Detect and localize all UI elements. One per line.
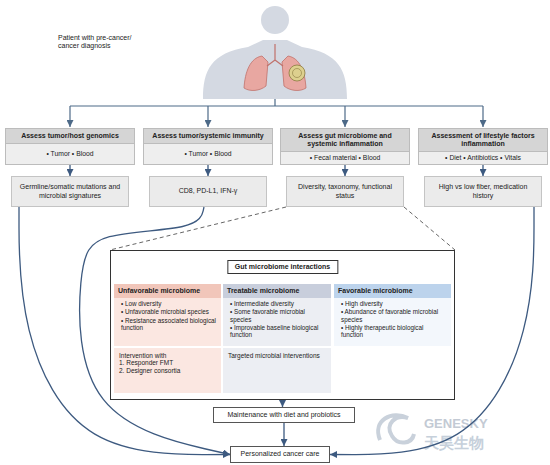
connector-arrow <box>19 207 230 455</box>
node-text: • Intermediate diversity <box>223 300 331 308</box>
node-text: • Fecal material • Blood <box>281 152 409 164</box>
assessment-box: Assess tumor/systemic immunity• Tumor • … <box>143 128 273 165</box>
connector-arrow <box>207 165 208 176</box>
node-text: • Some favorable microbial species <box>223 308 331 323</box>
node-text: • Highly therapeutic biological function <box>334 324 451 339</box>
node-heading: Diversity, taxonomy, functional status <box>293 183 397 199</box>
node-heading: Gut microbiome interactions <box>227 260 338 274</box>
result-box: High vs low fiber, medication history <box>424 176 542 207</box>
interaction-frame: Gut microbiome interactionsUnfavorable m… <box>110 250 455 400</box>
node-heading: Intervention with <box>119 352 216 359</box>
zoom-line <box>110 207 455 250</box>
patient-head <box>261 6 289 34</box>
connector-arrow <box>282 400 283 407</box>
node-heading: Assessment of lifestyle factors inflamma… <box>419 129 547 152</box>
node-text: • Resistance associated biological funct… <box>114 317 221 332</box>
result-box: Diversity, taxonomy, functional status <box>286 176 404 207</box>
watermark-logo <box>378 415 414 442</box>
assessment-box: Assessment of lifestyle factors inflamma… <box>418 128 548 165</box>
result-box: Germline/somatic mutations and microbial… <box>11 176 129 207</box>
watermark: 天昊生物 <box>424 434 534 451</box>
node-heading: Maintenance with diet and probiotics <box>227 411 340 419</box>
connector-arrow <box>330 207 534 455</box>
connector-arrow <box>344 165 345 176</box>
assessment-box: Assess gut microbiome and systemic infla… <box>280 128 410 165</box>
node-text: • Unfavorable microbial species <box>114 308 221 316</box>
node-heading: Germline/somatic mutations and microbial… <box>18 183 122 199</box>
lung-left <box>244 56 268 90</box>
node-text: • High diversity <box>334 300 451 308</box>
node-heading: Personalized cancer care <box>241 450 320 458</box>
branch-arrow <box>69 106 70 127</box>
microbiome-column: Favorable microbiome • High diversity• Ab… <box>334 284 451 346</box>
node-heading: Targeted microbial interventions <box>228 352 326 359</box>
connector-arrow <box>283 423 284 446</box>
assessment-box: Assess tumor/host genomics• Tumor • Bloo… <box>5 128 135 165</box>
microbiome-column: Treatable microbiome • Intermediate diver… <box>223 284 331 346</box>
microbiome-column: Unfavorable microbiome • Low diversity• U… <box>114 284 221 346</box>
node-text: • Improvable baseline biological functio… <box>223 324 331 339</box>
result-box: CD8, PD-L1, IFN-γ <box>149 176 267 207</box>
node-heading: CD8, PD-L1, IFN-γ <box>156 187 260 195</box>
tumor-core <box>293 69 302 78</box>
node-heading: Assess gut microbiome and systemic infla… <box>281 129 409 152</box>
intervention-box: Targeted microbial interventions <box>223 348 331 393</box>
branch-arrow <box>344 106 345 127</box>
tumor-symbol <box>289 65 305 81</box>
connector-arrow <box>69 165 70 176</box>
patient-label: Patient with pre-cancer/ cancer diagnosi… <box>58 34 153 50</box>
node-heading: Assess tumor/host genomics <box>6 129 134 144</box>
node-text: • Tumor • Blood <box>6 144 134 164</box>
patient-torso <box>203 40 347 99</box>
node-heading: Unfavorable microbiome <box>114 284 221 298</box>
branch-arrow <box>482 106 483 127</box>
branch-line <box>70 99 483 106</box>
node-heading: Treatable microbiome <box>223 284 331 298</box>
node-text: • Diet • Antibiotics • Vitals <box>419 152 547 164</box>
lung-right <box>282 56 306 90</box>
connector-arrow <box>482 165 483 176</box>
node-heading: High vs low fiber, medication history <box>431 183 535 199</box>
process-box: Personalized cancer care <box>230 446 330 463</box>
connector-arrow <box>80 207 230 455</box>
watermark: GENESKY <box>424 417 534 432</box>
process-box: Maintenance with diet and probiotics <box>213 407 355 423</box>
node-text: • Abundance of favorable microbial speci… <box>334 308 451 323</box>
branch-arrow <box>207 106 208 127</box>
node-text: 1. Responder FMT <box>119 359 216 366</box>
trachea <box>267 44 283 66</box>
node-text: • Tumor • Blood <box>144 144 272 164</box>
intervention-box: Intervention with1. Responder FMT2. Desi… <box>114 348 221 393</box>
node-text: 2. Designer consortia <box>119 367 216 374</box>
node-text: • Low diversity <box>114 300 221 308</box>
node-heading: Favorable microbiome <box>334 284 451 298</box>
node-heading: Assess tumor/systemic immunity <box>144 129 272 144</box>
